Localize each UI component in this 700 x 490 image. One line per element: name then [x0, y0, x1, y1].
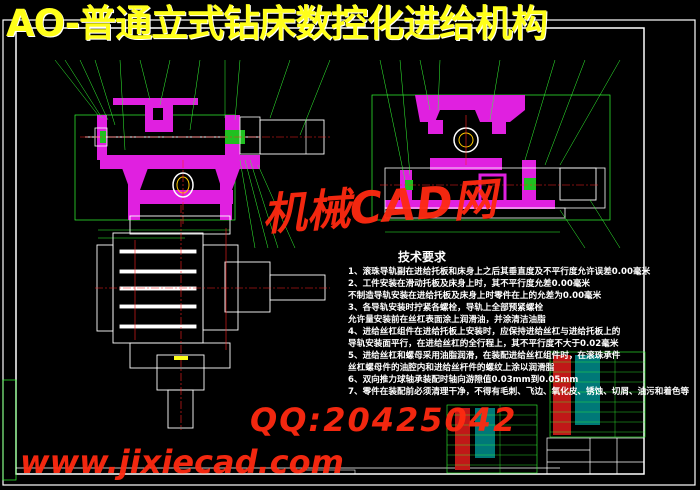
side-view — [371, 94, 611, 233]
tech-line-5: 允许量安装前在丝杠表面涂上润滑油，并涂清洁油脂 — [348, 315, 546, 325]
top-view — [95, 205, 330, 430]
tech-requirements-heading: 技术要求 — [398, 250, 447, 264]
drawing-title: AO-普通立式钻床数控化进给机构 — [6, 2, 548, 45]
scale-bar — [299, 469, 356, 475]
tech-line-9: 丝杠螺母件的油腔内和进给丝杆件的螺纹上涂以润滑脂 — [348, 363, 555, 373]
tech-line-6: 4、进给丝杠组件在进给托板上安装时，应保持进给丝杠与进给托板上的 — [348, 327, 621, 337]
title-block — [546, 437, 645, 475]
tech-line-2: 2、工件安装在滑动托板及床身上时，其不平行度允差0.00毫米 — [348, 279, 591, 289]
leader-lines — [54, 59, 621, 249]
tech-line-3: 不制造导轨安装在进给托板及床身上时零件在上的允差为0.00毫米 — [348, 291, 602, 301]
tech-line-4: 3、各导轨安装时拧紧各螺栓，导轨上全部预紧螺栓 — [348, 303, 544, 313]
tech-line-11: 7、零件在装配前必须清理干净，不得有毛刺、飞边、氧化皮、锈蚀、切屑、油污和着色等 — [348, 387, 690, 397]
watermark-qq: QQ:20425042 — [250, 401, 518, 439]
tech-line-7: 导轨安装面平行，在进给丝杠的全行程上，其不平行度不大于0.02毫米 — [348, 339, 619, 349]
parts-list — [446, 351, 646, 474]
tech-line-10: 6、双向推力球轴承装配时轴向游隙值0.03mm到0.05mm — [348, 375, 579, 385]
watermark-url: www.jixiecad.com — [20, 443, 344, 481]
outer-border — [2, 19, 696, 486]
tech-line-8: 5、进给丝杠和螺母采用油脂润滑，在装配进给丝杠组件时，在滚珠承件 — [348, 351, 621, 361]
side-strip — [2, 379, 17, 481]
front-view — [74, 98, 330, 239]
tech-line-1: 1、滚珠导轨副在进给托板和床身上之后其垂直度及不平行度允许误差0.00毫米 — [348, 267, 651, 277]
